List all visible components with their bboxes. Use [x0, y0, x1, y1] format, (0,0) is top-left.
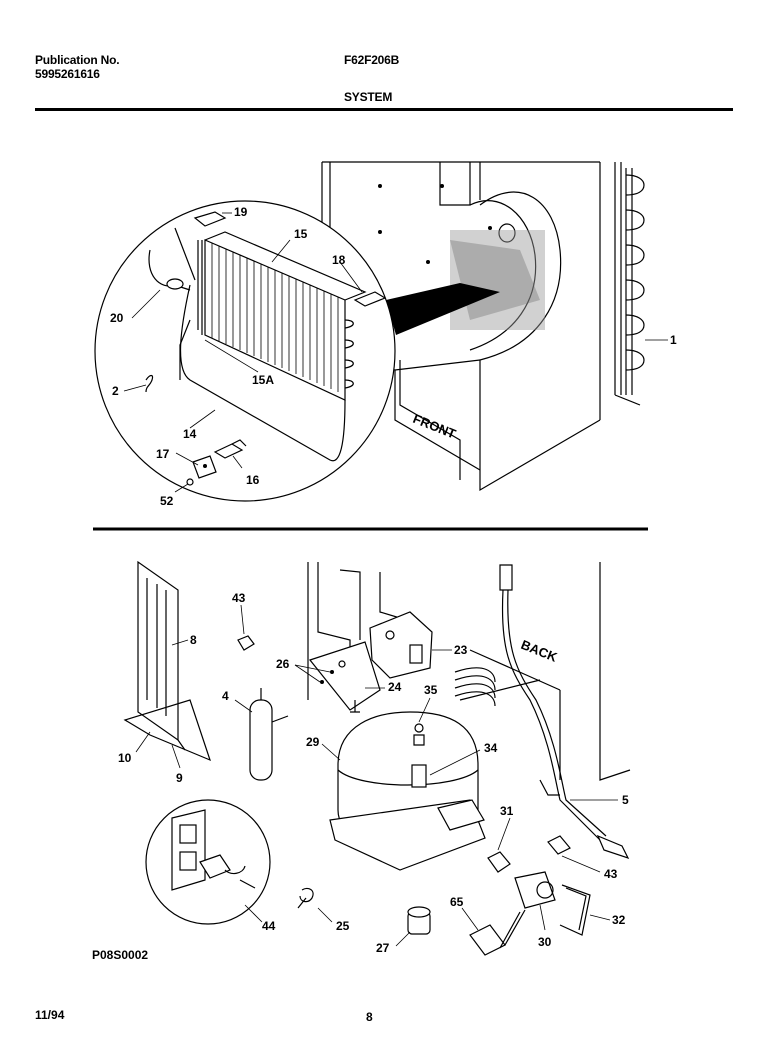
- filter-drier: [234, 688, 289, 781]
- callout-65: 65: [450, 895, 464, 909]
- callout-29: 29: [306, 735, 320, 749]
- callout-5: 5: [622, 793, 629, 807]
- callout-15a: 15A: [252, 373, 274, 387]
- callout-15: 15: [294, 227, 308, 241]
- clamp-32: [559, 884, 591, 936]
- back-label: BACK: [519, 637, 560, 665]
- callout-35: 35: [424, 683, 438, 697]
- publication-number: 5995261616: [35, 67, 100, 81]
- clip-25: [297, 887, 314, 909]
- callout-9: 9: [176, 771, 183, 785]
- callout-4: 4: [222, 689, 229, 703]
- callout-31: 31: [500, 804, 514, 818]
- model-number: F62F206B: [344, 53, 400, 67]
- diagram-code: P08S0002: [92, 948, 149, 962]
- publication-date: 11/94: [35, 1008, 65, 1022]
- callout-20: 20: [110, 311, 124, 325]
- callout-43-upper: 43: [232, 591, 246, 605]
- callout-16: 16: [246, 473, 260, 487]
- callout-2: 2: [112, 384, 119, 398]
- page-number: 8: [366, 1010, 373, 1024]
- callout-26: 26: [276, 657, 290, 671]
- callout-19: 19: [234, 205, 248, 219]
- callout-23: 23: [454, 643, 468, 657]
- callout-1: 1: [670, 333, 677, 347]
- clip-43-upper: [237, 635, 255, 651]
- callout-8: 8: [190, 633, 197, 647]
- callout-24: 24: [388, 680, 402, 694]
- relay-bracket: [294, 611, 452, 711]
- front-label: FRONT: [411, 411, 458, 442]
- callout-18: 18: [332, 253, 346, 267]
- wiring-harness: [454, 564, 630, 860]
- callout-27: 27: [376, 941, 390, 955]
- start-components: [461, 817, 601, 956]
- callout-52: 52: [160, 494, 174, 508]
- callout-43-lower: 43: [604, 867, 618, 881]
- compressor: [321, 697, 486, 871]
- view-connector: [386, 283, 500, 335]
- header-rule: [35, 108, 733, 111]
- publication-label: Publication No.: [35, 53, 120, 67]
- evaporator-detail-circle: [94, 200, 396, 502]
- drain-panel-assembly: [123, 560, 211, 769]
- callout-30: 30: [538, 935, 552, 949]
- outlet-detail-circle: [145, 799, 271, 925]
- callout-10: 10: [118, 751, 132, 765]
- cabinet-back-lower: [307, 562, 631, 781]
- condenser-coil: [614, 162, 668, 406]
- callout-34: 34: [484, 741, 498, 755]
- callout-17: 17: [156, 447, 170, 461]
- callout-25: 25: [336, 919, 350, 933]
- section-title: SYSTEM: [344, 90, 393, 104]
- callout-32: 32: [612, 913, 626, 927]
- grommet-27: [395, 906, 431, 947]
- cabinet-corner: [321, 161, 601, 492]
- callout-14: 14: [183, 427, 197, 441]
- callout-44: 44: [262, 919, 276, 933]
